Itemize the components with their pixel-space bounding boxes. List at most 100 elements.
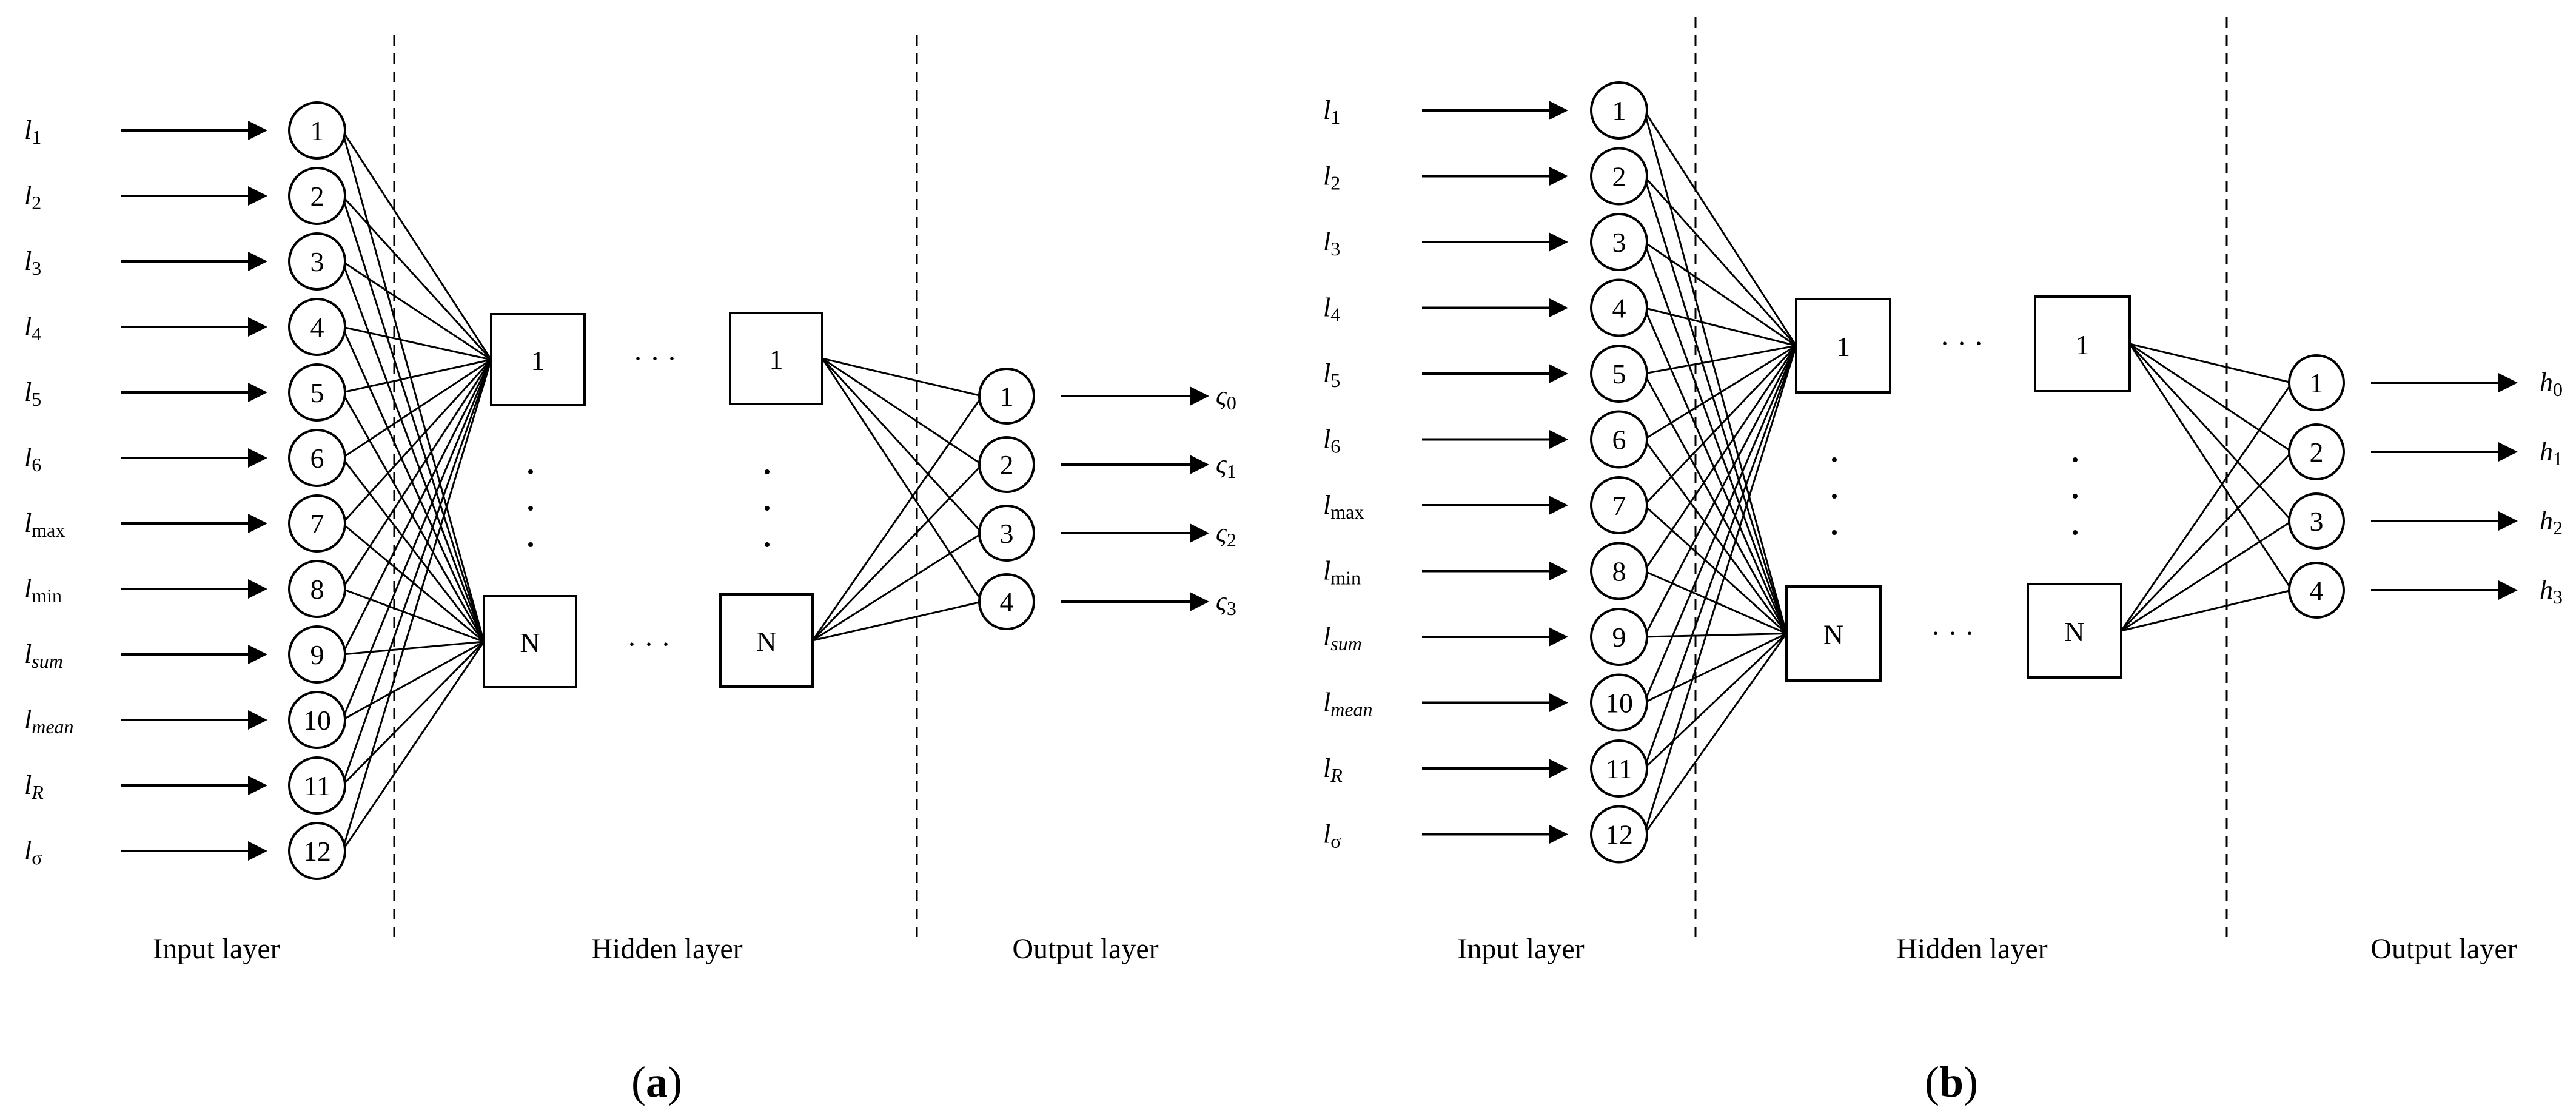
hidden-node-box: [1795, 298, 1891, 394]
output-node-circle: [978, 436, 1035, 493]
connection-line: [812, 532, 983, 642]
output-label: h2: [2540, 506, 2563, 539]
input-node-number: 9: [310, 639, 324, 670]
connection-line: [1643, 345, 1797, 440]
input-feature-label: lsum: [1323, 622, 1362, 654]
output-node: 3: [978, 505, 1035, 562]
input-node-number: 6: [1612, 425, 1626, 455]
input-node-number: 9: [1612, 622, 1626, 653]
hidden-node-label: N: [520, 627, 540, 658]
connection-line: [1643, 633, 1787, 704]
output-node: 2: [2288, 423, 2345, 480]
input-node-circle: [288, 691, 346, 749]
hidden-layer-label: Hidden layer: [591, 933, 742, 965]
connection-line: [2129, 343, 2293, 453]
connection-line: [2120, 451, 2293, 632]
input-feature-label: lmean: [1323, 688, 1373, 721]
input-feature-label: l6: [1323, 425, 1340, 457]
hidden-node-last-layer-1: 1: [729, 312, 823, 405]
input-feature-label: lsum: [24, 639, 63, 672]
hidden-layer-label: Hidden layer: [1896, 933, 2047, 965]
input-node-circle: [288, 560, 346, 618]
vertical-ellipsis-dot: [765, 542, 770, 547]
input-node-circle: [288, 822, 346, 880]
input-node-circle: [1590, 147, 1648, 206]
vertical-ellipsis-dot: [528, 542, 533, 547]
output-node: 4: [2288, 562, 2345, 619]
output-node-number: 3: [2310, 506, 2324, 537]
output-node: 3: [2288, 492, 2345, 550]
input-node-number: 7: [310, 508, 324, 539]
input-node: 4: [288, 298, 346, 356]
connection-line: [822, 357, 983, 466]
output-node-number: 2: [2310, 437, 2324, 468]
input-feature-label: l1: [24, 115, 41, 148]
input-node-number: 3: [1612, 227, 1626, 258]
connection-line: [1643, 175, 1797, 347]
hidden-layer-ellipsis: · · ·: [1940, 328, 1984, 360]
connection-line: [821, 358, 983, 602]
hidden-node-label: 1: [1836, 331, 1850, 362]
hidden-node-first-layer-n: N: [1785, 585, 1882, 682]
output-node-circle: [2288, 562, 2345, 619]
input-node: 5: [288, 363, 346, 422]
input-feature-label: lmax: [24, 508, 65, 541]
input-node-circle: [288, 756, 346, 815]
input-node-number: 6: [310, 443, 324, 474]
input-feature-label: lσ: [24, 836, 42, 869]
connection-line: [822, 357, 982, 397]
input-hidden-connections: [1643, 110, 1797, 835]
hidden-node-box: [729, 312, 823, 405]
connection-line: [1643, 345, 1797, 506]
hidden-node-first-layer-n: N: [483, 595, 577, 688]
input-node: 5: [1590, 345, 1648, 403]
input-layer-label: Input layer: [1457, 933, 1584, 965]
connection-line: [1643, 110, 1788, 634]
input-node-circle: [288, 298, 346, 356]
input-node-circle: [288, 101, 346, 160]
input-node-circle: [1590, 213, 1648, 271]
vertical-ellipsis-dot: [2073, 457, 2078, 462]
input-feature-label: l6: [24, 443, 41, 476]
hidden-node-first-layer-1: 1: [1795, 298, 1891, 394]
input-node-circle: [1590, 608, 1648, 666]
input-node: 1: [1590, 81, 1648, 140]
hidden-node-box: [490, 313, 586, 406]
input-node: 6: [288, 429, 346, 487]
output-node-number: 4: [1000, 587, 1014, 617]
vertical-ellipsis-dot: [765, 469, 770, 474]
output-node-number: 1: [2310, 368, 2324, 398]
input-node-number: 5: [310, 377, 324, 408]
connection-line: [341, 392, 485, 642]
connection-line: [342, 358, 492, 394]
connection-line: [341, 359, 492, 852]
output-node: 1: [978, 368, 1035, 425]
vertical-ellipsis-dot: [528, 469, 533, 474]
input-node-circle: [288, 232, 346, 291]
input-node: 10: [1590, 673, 1648, 732]
input-node-circle: [288, 167, 346, 225]
output-layer-label: Output layer: [2370, 933, 2517, 965]
connection-line: [342, 326, 492, 361]
output-node-number: 4: [2310, 575, 2324, 606]
vertical-ellipsis-dot: [1832, 530, 1837, 535]
input-feature-label: l4: [24, 312, 41, 345]
input-feature-label: lmax: [1323, 490, 1364, 523]
input-node-circle: [1590, 476, 1648, 534]
hidden-node-box: [2034, 295, 2131, 392]
connection-line: [341, 358, 492, 459]
input-node: 12: [1590, 805, 1648, 864]
input-feature-label: l2: [1323, 161, 1340, 194]
vertical-ellipsis-dot: [765, 506, 770, 511]
connection-line: [1643, 633, 1788, 770]
connection-line: [2129, 343, 2292, 384]
connection-line: [341, 359, 492, 721]
connection-line: [1643, 633, 1788, 835]
output-node: 2: [978, 436, 1035, 493]
output-node-number: 3: [1000, 518, 1014, 549]
connection-line: [341, 130, 485, 642]
input-node: 10: [288, 691, 346, 749]
input-node-number: 10: [303, 705, 331, 736]
connection-line: [341, 130, 492, 360]
